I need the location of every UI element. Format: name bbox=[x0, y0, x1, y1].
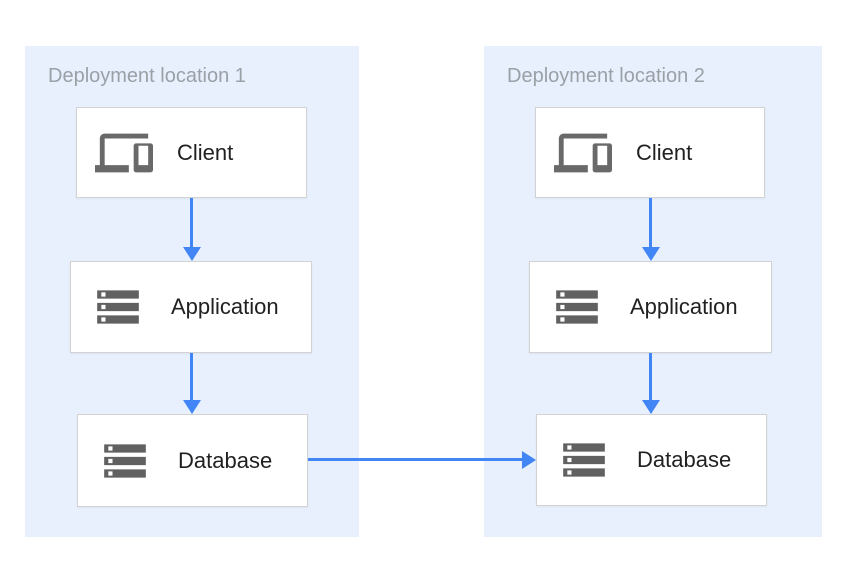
node-label: Application bbox=[630, 294, 738, 319]
storage-icon bbox=[546, 282, 608, 332]
node-label: Client bbox=[636, 139, 693, 165]
client-node-2: Client bbox=[535, 107, 765, 198]
storage-icon bbox=[87, 282, 149, 332]
node-label: Database bbox=[637, 447, 732, 472]
node-label: Database bbox=[178, 447, 273, 473]
arrow-application1-to-database1 bbox=[183, 353, 201, 414]
devices-icon bbox=[552, 124, 614, 182]
node-label: Application bbox=[171, 294, 279, 319]
client-node-1: Client bbox=[76, 107, 307, 198]
arrow-client2-to-application2 bbox=[642, 198, 660, 261]
storage-icon bbox=[94, 436, 156, 486]
arrow-client1-to-application1 bbox=[183, 198, 201, 261]
storage-icon bbox=[553, 435, 615, 485]
devices-icon bbox=[93, 124, 155, 182]
database-node-1: Database bbox=[77, 414, 308, 507]
panel-title-2: Deployment location 2 bbox=[507, 65, 705, 87]
application-node-1: Application bbox=[70, 261, 312, 353]
arrow-application2-to-database2 bbox=[642, 353, 660, 414]
application-node-2: Application bbox=[529, 261, 772, 353]
arrow-database1-to-database2 bbox=[308, 451, 536, 469]
panel-title-1: Deployment location 1 bbox=[48, 65, 246, 87]
database-node-2: Database bbox=[536, 414, 767, 506]
node-label: Client bbox=[177, 139, 234, 165]
